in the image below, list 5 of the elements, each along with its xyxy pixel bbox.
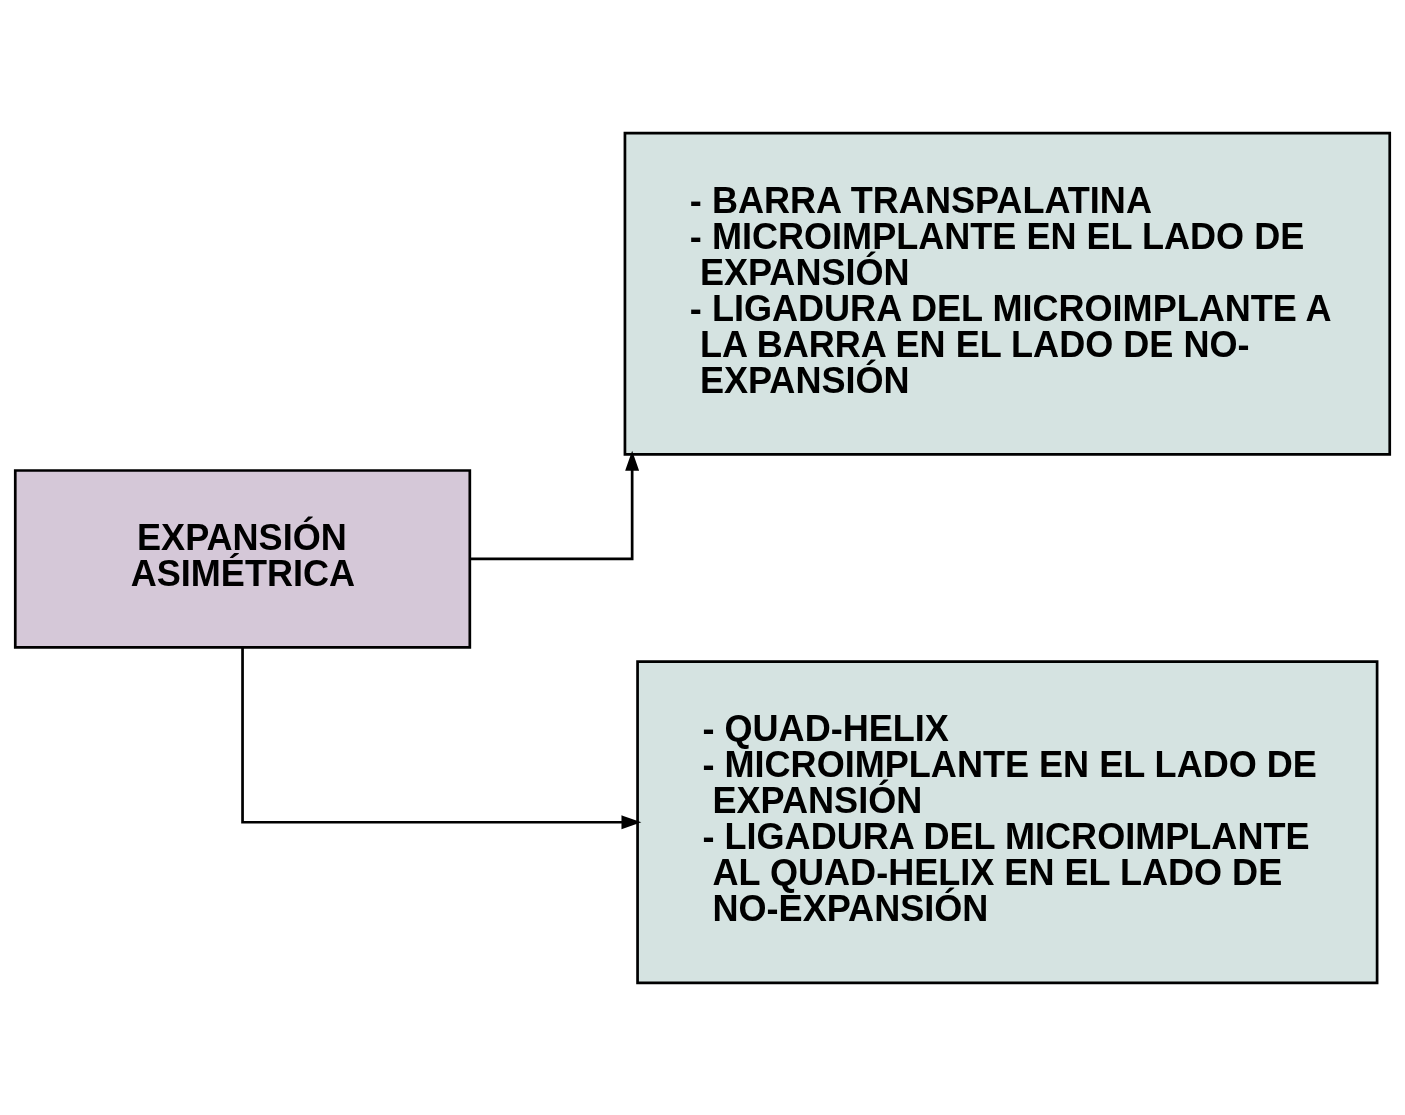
arrow	[470, 450, 640, 560]
arrow	[241, 646, 642, 829]
node-box: - QUAD-HELIX - MICROIMPLANTE EN EL LADO DE EXPANSIÓN - LIGADURA DEL MICROIMPLANTE AL QUAD-HELIX EN EL LADO DE NO-EXPANSIÓN	[636, 659, 1379, 984]
node-box: EXPANSIÓN ASIMÉTRICA	[13, 468, 472, 649]
node-box: - BARRA TRANSPALATINA - MICROIMPLANTE EN EL LADO DE EXPANSIÓN - LIGADURA DEL MICROIMPLANTE A LA BARRA EN EL LADO DE NO-EXPANSIÓN	[623, 131, 1392, 456]
